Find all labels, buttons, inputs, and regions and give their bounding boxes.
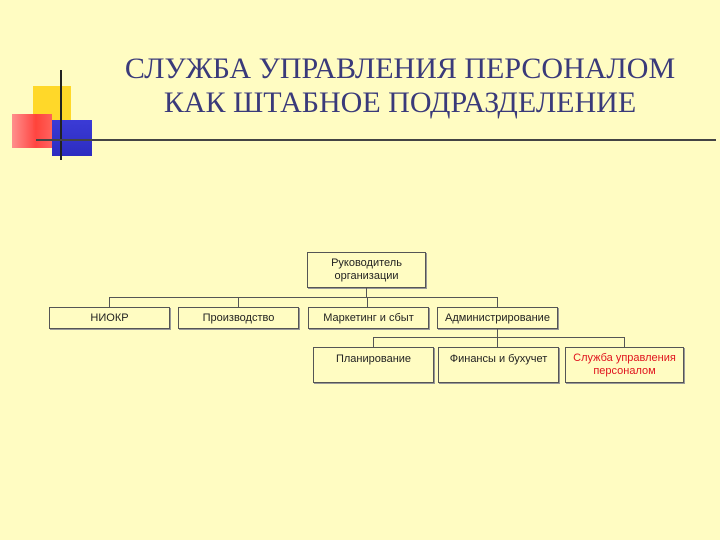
org-node-marketing-label: Маркетинг и сбыт: [323, 311, 414, 324]
slide-title-line-1: СЛУЖБА УПРАВЛЕНИЯ ПЕРСОНАЛОМ: [124, 52, 676, 85]
decorative-square-red: [12, 114, 52, 148]
slide-title-line-2: КАК ШТАБНОЕ ПОДРАЗДЕЛЕНИЕ: [163, 86, 637, 119]
connector-level2-drop-3: [624, 337, 625, 347]
connector-root-down: [366, 288, 367, 298]
decorative-vertical-line: [60, 70, 62, 160]
org-node-planning: Планирование: [313, 347, 434, 383]
org-node-finance: Финансы и бухучет: [438, 347, 559, 383]
decorative-square-blue: [52, 120, 92, 156]
org-node-planning-label: Планирование: [335, 353, 412, 365]
org-node-production: Производство: [178, 307, 299, 329]
org-node-head: Руководитель организации: [307, 252, 426, 288]
connector-level1-drop-2: [238, 297, 239, 307]
connector-admin-down: [497, 329, 498, 338]
connector-level1-drop-1: [109, 297, 110, 307]
org-node-administration-label: Администрирование: [445, 311, 550, 324]
slide-title: СЛУЖБА УПРАВЛЕНИЯ ПЕРСОНАЛОМ КАК ШТАБНОЕ…: [80, 52, 720, 120]
org-node-niokr-label: НИОКР: [90, 311, 129, 324]
connector-level2-drop-1: [373, 337, 374, 347]
org-node-administration: Администрирование: [437, 307, 558, 329]
connector-level1-drop-3: [367, 297, 368, 307]
org-node-finance-label: Финансы и бухучет: [449, 353, 548, 365]
org-node-production-label: Производство: [202, 311, 275, 324]
org-node-head-label: Руководитель организации: [331, 257, 402, 282]
org-node-marketing: Маркетинг и сбыт: [308, 307, 429, 329]
org-node-niokr: НИОКР: [49, 307, 170, 329]
connector-level2-drop-2: [497, 337, 498, 347]
connector-level2-horizontal: [373, 337, 625, 338]
org-node-hr-service-label: Служба управления персоналом: [573, 352, 676, 377]
connector-level1-horizontal: [109, 297, 498, 298]
title-underline: [36, 139, 716, 141]
connector-level1-drop-4: [497, 297, 498, 307]
org-node-hr-service: Служба управления персоналом: [565, 347, 684, 383]
